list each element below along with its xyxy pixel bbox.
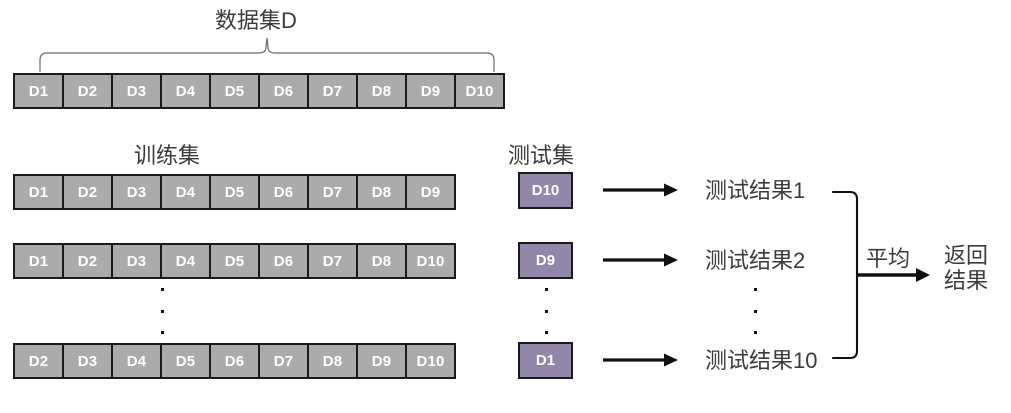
fold-2-train-row: D1 D2 D3 D4 D5 D6 D7 D8 D10 [13,243,456,279]
train-cell: D8 [356,243,407,279]
train-cell: D6 [258,174,309,210]
fold-2-test-cell: D9 [518,242,573,279]
test-rows-ellipsis [544,288,548,334]
train-cell: D5 [160,343,211,379]
train-cell: D1 [13,174,64,210]
dataset-cell: D3 [111,73,162,109]
train-cell: D6 [258,243,309,279]
fold-1-test-cell: D10 [518,172,573,209]
train-cell: D7 [307,243,358,279]
fold-10-test-cell: D1 [518,342,573,379]
train-cell: D3 [111,243,162,279]
dataset-cell: D1 [13,73,64,109]
return-result-line-1: 返回 [944,243,989,268]
train-cell: D6 [209,343,260,379]
train-cell: D3 [111,174,162,210]
train-cell: D2 [13,343,64,379]
test-set-label: 测试集 [508,143,575,168]
results-ellipsis [753,288,757,334]
train-cell: D3 [62,343,113,379]
train-cell: D1 [13,243,64,279]
dataset-cell: D4 [160,73,211,109]
dataset-cell: D5 [209,73,260,109]
dataset-cell: D9 [405,73,456,109]
dataset-title: 数据集D [215,8,297,33]
train-rows-ellipsis [160,288,164,334]
train-cell: D8 [307,343,358,379]
train-cell: D2 [62,243,113,279]
train-cell: D7 [258,343,309,379]
dataset-cell: D8 [356,73,407,109]
train-cell: D9 [405,174,456,210]
dataset-cell: D7 [307,73,358,109]
fold-1-arrow [603,183,678,197]
fold-2-arrow [603,253,678,267]
train-cell: D5 [209,174,260,210]
fold-1-result-label: 测试结果1 [705,178,806,203]
train-cell: D4 [160,174,211,210]
return-result-line-2: 结果 [944,268,989,294]
train-cell: D4 [160,243,211,279]
train-cell: D8 [356,174,407,210]
train-cell: D5 [209,243,260,279]
dataset-cell: D10 [454,73,505,109]
fold-1-train-row: D1 D2 D3 D4 D5 D6 D7 D8 D9 [13,174,456,210]
fold-10-arrow [603,353,678,367]
train-set-label: 训练集 [134,143,201,168]
fold-2-result-label: 测试结果2 [705,248,806,273]
aggregate-bracket [831,190,859,360]
fold-10-result-label: 测试结果10 [705,348,818,373]
fold-10-train-row: D2 D3 D4 D5 D6 D7 D8 D9 D10 [13,343,456,379]
full-dataset-row: D1 D2 D3 D4 D5 D6 D7 D8 D9 D10 [13,73,505,109]
dataset-cell: D6 [258,73,309,109]
dataset-brace [39,37,495,72]
train-cell: D10 [405,343,456,379]
train-cell: D7 [307,174,358,210]
return-result-label: 返回 结果 [944,243,988,294]
train-cell: D2 [62,174,113,210]
dataset-cell: D2 [62,73,113,109]
train-cell: D9 [356,343,407,379]
train-cell: D4 [111,343,162,379]
train-cell: D10 [405,243,456,279]
average-label: 平均 [866,246,911,271]
